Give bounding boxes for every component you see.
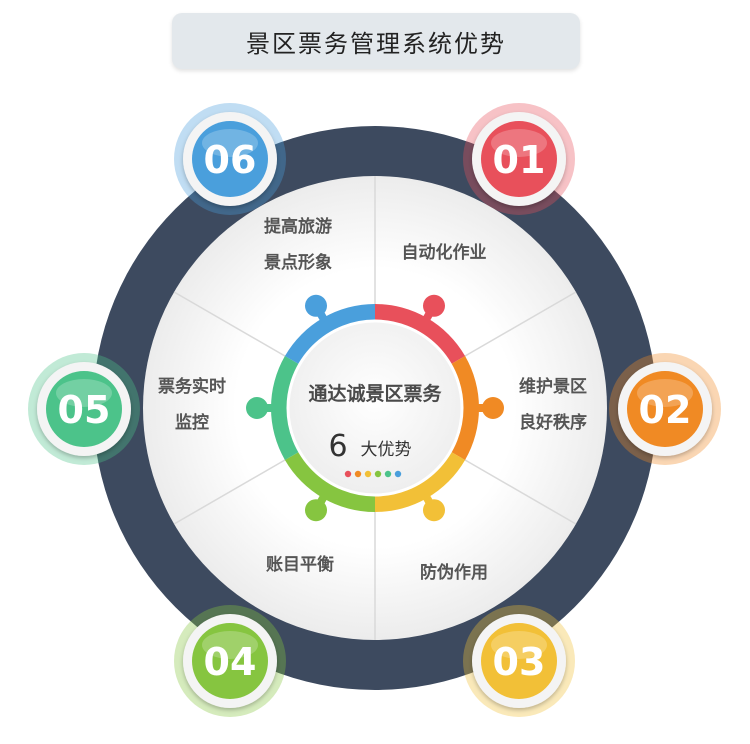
center-subtitle: 大优势: [361, 440, 412, 460]
badge-number: 04: [204, 640, 257, 684]
center-dot: [384, 470, 392, 478]
ring-knob: [246, 397, 268, 419]
center-dot: [364, 470, 372, 478]
ring-knob: [305, 499, 327, 522]
badge-number: 03: [493, 640, 546, 684]
center-dot: [354, 470, 362, 478]
badge-04: 04: [174, 605, 286, 717]
badge-number: 01: [493, 138, 546, 182]
badge-gloss: [202, 631, 258, 659]
center-dot: [394, 470, 402, 478]
badge-number: 05: [58, 388, 111, 432]
color-ring-segment-03: [375, 451, 466, 512]
ring-knob: [423, 294, 445, 317]
badge-06: 06: [174, 103, 286, 215]
center-number: 6: [328, 429, 347, 464]
badge-core: [46, 371, 122, 447]
badge-number: 02: [639, 388, 692, 432]
center-dot: [374, 470, 382, 478]
badge-03: 03: [463, 605, 575, 717]
badge-gloss: [491, 129, 547, 157]
color-ring-segment-05: [271, 356, 300, 460]
badge-01: 01: [463, 103, 575, 215]
segment-label-05: 票务实时: [158, 376, 226, 397]
page-title: 景区票务管理系统优势: [246, 29, 506, 58]
badge-number: 06: [204, 138, 257, 182]
segment-label-04: 账目平衡: [266, 554, 334, 575]
segment-label-02: 良好秩序: [519, 412, 587, 433]
badge-core: [192, 121, 268, 197]
segment-label-06: 提高旅游: [264, 216, 332, 237]
color-ring-segment-01: [375, 304, 466, 365]
center-circle: [286, 319, 464, 497]
segment-label-06: 景点形象: [264, 252, 332, 273]
ring-knob: [423, 499, 445, 522]
segment-divider: [461, 457, 577, 525]
badge-core: [192, 623, 268, 699]
badge-02: 02: [609, 353, 721, 465]
segment-label-02: 维护景区: [519, 376, 587, 397]
badge-core: [481, 121, 557, 197]
segment-divider: [461, 291, 577, 359]
color-ring-segment-04: [284, 451, 375, 512]
badge-gloss: [56, 379, 112, 407]
color-ring-segment-02: [450, 356, 480, 460]
ring-knob: [305, 294, 327, 317]
center-dot: [344, 470, 352, 478]
badge-gloss: [202, 129, 258, 157]
badge-05: 05: [28, 353, 140, 465]
segment-divider: [173, 291, 289, 359]
segment-divider: [173, 457, 289, 525]
badge-core: [481, 623, 557, 699]
badge-gloss: [491, 631, 547, 659]
ring-knob: [482, 397, 504, 419]
center-title: 通达诚景区票务: [308, 382, 442, 405]
segment-label-01: 自动化作业: [402, 242, 487, 263]
title-banner: 景区票务管理系统优势: [172, 13, 580, 69]
badge-gloss: [637, 379, 693, 407]
segment-label-03: 防伪作用: [420, 562, 488, 583]
segment-label-05: 监控: [175, 412, 209, 433]
badge-core: [627, 371, 703, 447]
color-ring-segment-06: [284, 304, 375, 365]
